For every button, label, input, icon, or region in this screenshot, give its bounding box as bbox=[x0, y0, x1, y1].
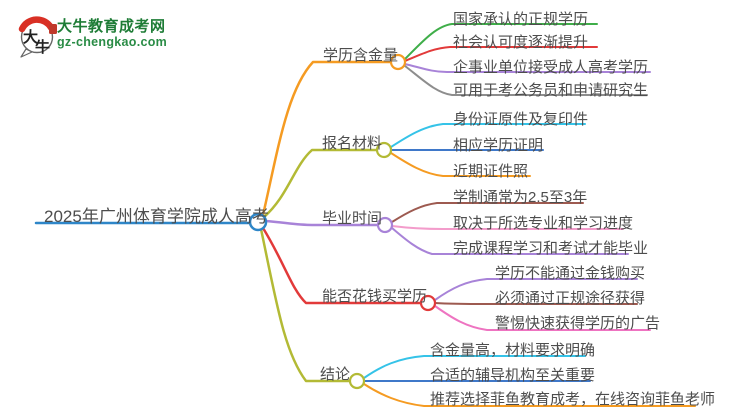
item-label-xueli-zhengming: 相应学历证明 bbox=[453, 137, 544, 154]
branch-label-huaqian: 能否花钱买学历 bbox=[322, 288, 428, 305]
branch-label-baoming: 报名材料 bbox=[322, 135, 383, 152]
branch-label-jielun: 结论 bbox=[320, 366, 351, 383]
branch-label-xueli: 学历含金量 bbox=[323, 47, 399, 64]
item-label-jingti-guanggao: 警惕快速获得学历的广告 bbox=[495, 315, 661, 332]
item-line-gongwuyuan bbox=[404, 65, 648, 96]
branch-line-xueli bbox=[261, 60, 392, 217]
item-label-fudao-jigou: 合适的辅导机构至关重要 bbox=[430, 367, 596, 384]
root-node-circle bbox=[248, 212, 268, 232]
branch-circle-jielun bbox=[348, 372, 366, 390]
item-label-shenfenzheng: 身份证原件及复印件 bbox=[453, 111, 589, 128]
item-label-zhenggui-tujing: 必须通过正规途径获得 bbox=[495, 290, 646, 307]
item-line-buneng-goumai bbox=[434, 278, 638, 301]
branch-line-baoming bbox=[262, 148, 378, 219]
item-label-wancheng: 完成课程学习和考试才能毕业 bbox=[453, 240, 649, 257]
item-label-qujueyu: 取决于所选专业和学习进度 bbox=[453, 215, 634, 232]
branch-label-biye: 毕业时间 bbox=[322, 210, 383, 227]
item-line-qujueyu bbox=[391, 225, 624, 230]
item-line-hanjinliang-gao bbox=[363, 355, 586, 379]
logo-title: 大牛教育成考网 bbox=[57, 18, 166, 35]
daniu-logo-icon: 大 牛 bbox=[18, 16, 57, 58]
branch-line-huaqian bbox=[261, 226, 422, 305]
item-line-wancheng bbox=[391, 227, 629, 255]
svg-text:牛: 牛 bbox=[35, 38, 50, 56]
item-line-zhengjianzhao bbox=[390, 152, 531, 177]
item-line-guojia bbox=[404, 23, 598, 60]
branch-line-jielun bbox=[259, 227, 351, 383]
branch-circle-biye bbox=[376, 216, 394, 234]
item-line-shenfenzheng bbox=[390, 123, 586, 148]
item-line-qishiye bbox=[404, 63, 651, 73]
root-node-label: 2025年广州体育学院成人高考 bbox=[44, 207, 269, 226]
item-label-gongwuyuan: 可用于考公务员和申请研究生 bbox=[453, 82, 649, 99]
item-line-jingti-guanggao bbox=[434, 305, 651, 331]
item-line-tuijian bbox=[363, 383, 696, 407]
item-line-xuezhi bbox=[391, 202, 584, 223]
branch-circle-huaqian bbox=[419, 294, 437, 312]
item-label-hanjinliang-gao: 含金量高，材料要求明确 bbox=[430, 342, 596, 359]
branch-line-biye bbox=[264, 219, 379, 227]
item-label-shehui: 社会认可度逐渐提升 bbox=[453, 34, 589, 51]
item-label-buneng-goumai: 学历不能通过金钱购买 bbox=[495, 265, 646, 282]
item-label-xuezhi: 学制通常为2.5至3年 bbox=[453, 189, 588, 206]
item-label-qishiye: 企事业单位接受成人高考学历 bbox=[453, 59, 649, 76]
branch-circle-xueli bbox=[389, 53, 407, 71]
item-label-zhengjianzhao: 近期证件照 bbox=[453, 163, 529, 180]
svg-text:大: 大 bbox=[23, 28, 38, 46]
logo-subtitle: gz-chengkao.com bbox=[57, 35, 168, 49]
item-line-shehui bbox=[404, 46, 598, 62]
item-label-tuijian: 推荐选择菲鱼教育成考，在线咨询菲鱼老师 bbox=[430, 391, 716, 408]
branch-circle-baoming bbox=[375, 141, 393, 159]
item-line-zhenggui-tujing bbox=[434, 302, 638, 305]
item-label-guojia: 国家承认的正规学历 bbox=[453, 11, 589, 28]
